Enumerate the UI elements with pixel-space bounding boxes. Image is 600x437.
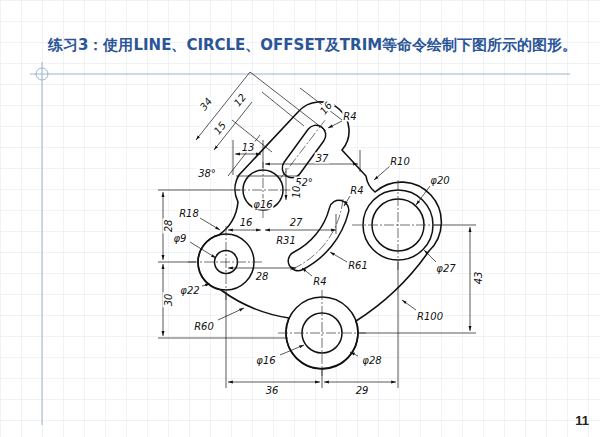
dimension-text: 10 — [291, 185, 302, 200]
dimension-text: 30 — [163, 293, 174, 308]
dimension-text: φ16 — [255, 355, 276, 366]
rule-line — [42, 62, 43, 425]
dimension-text: 37 — [315, 153, 330, 164]
dimension-text: 29 — [355, 385, 370, 396]
leader-lines — [190, 121, 436, 356]
dimension-lines — [158, 72, 476, 388]
rule-circle — [36, 68, 48, 80]
dimension-text: 28 — [163, 219, 174, 234]
dimension-text: R4 — [312, 276, 327, 287]
page-number: 11 — [575, 413, 589, 428]
dimension-text: R4 — [342, 111, 357, 122]
dimension-text: φ20 — [429, 175, 450, 186]
dimension-text: 13 — [241, 142, 256, 153]
dimension-text: R18 — [178, 208, 200, 219]
dimension-text: R60 — [193, 321, 215, 332]
dimension-text: φ16 — [252, 199, 273, 210]
dimension-text: φ22 — [179, 285, 200, 296]
dimension-text: R4 — [349, 185, 364, 196]
rule-line — [30, 74, 570, 75]
slide-title: 练习3：使用LINE、CIRCLE、OFFSET及TRIM等命令绘制下图所示的图… — [48, 36, 577, 55]
dimension-text: φ9 — [173, 233, 188, 244]
part-outline — [198, 102, 441, 369]
dimension-text: 28 — [255, 271, 270, 282]
dimension-text: 36 — [265, 385, 280, 396]
dimension-text: 38° — [197, 168, 217, 179]
dimension-text: R61 — [347, 260, 369, 271]
dimension-text: 27 — [289, 217, 304, 228]
dimension-text: φ28 — [361, 355, 382, 366]
straight-slot — [292, 135, 316, 168]
dimension-text: R10 — [389, 156, 411, 167]
straight-slot — [292, 135, 316, 168]
dimension-text: R31 — [275, 235, 297, 246]
dimension-text: 16 — [239, 217, 254, 228]
dimension-text: 43 — [473, 271, 484, 286]
center-lines — [188, 119, 444, 376]
dimension-text: φ27 — [435, 263, 456, 274]
dimension-text: R100 — [416, 311, 444, 322]
